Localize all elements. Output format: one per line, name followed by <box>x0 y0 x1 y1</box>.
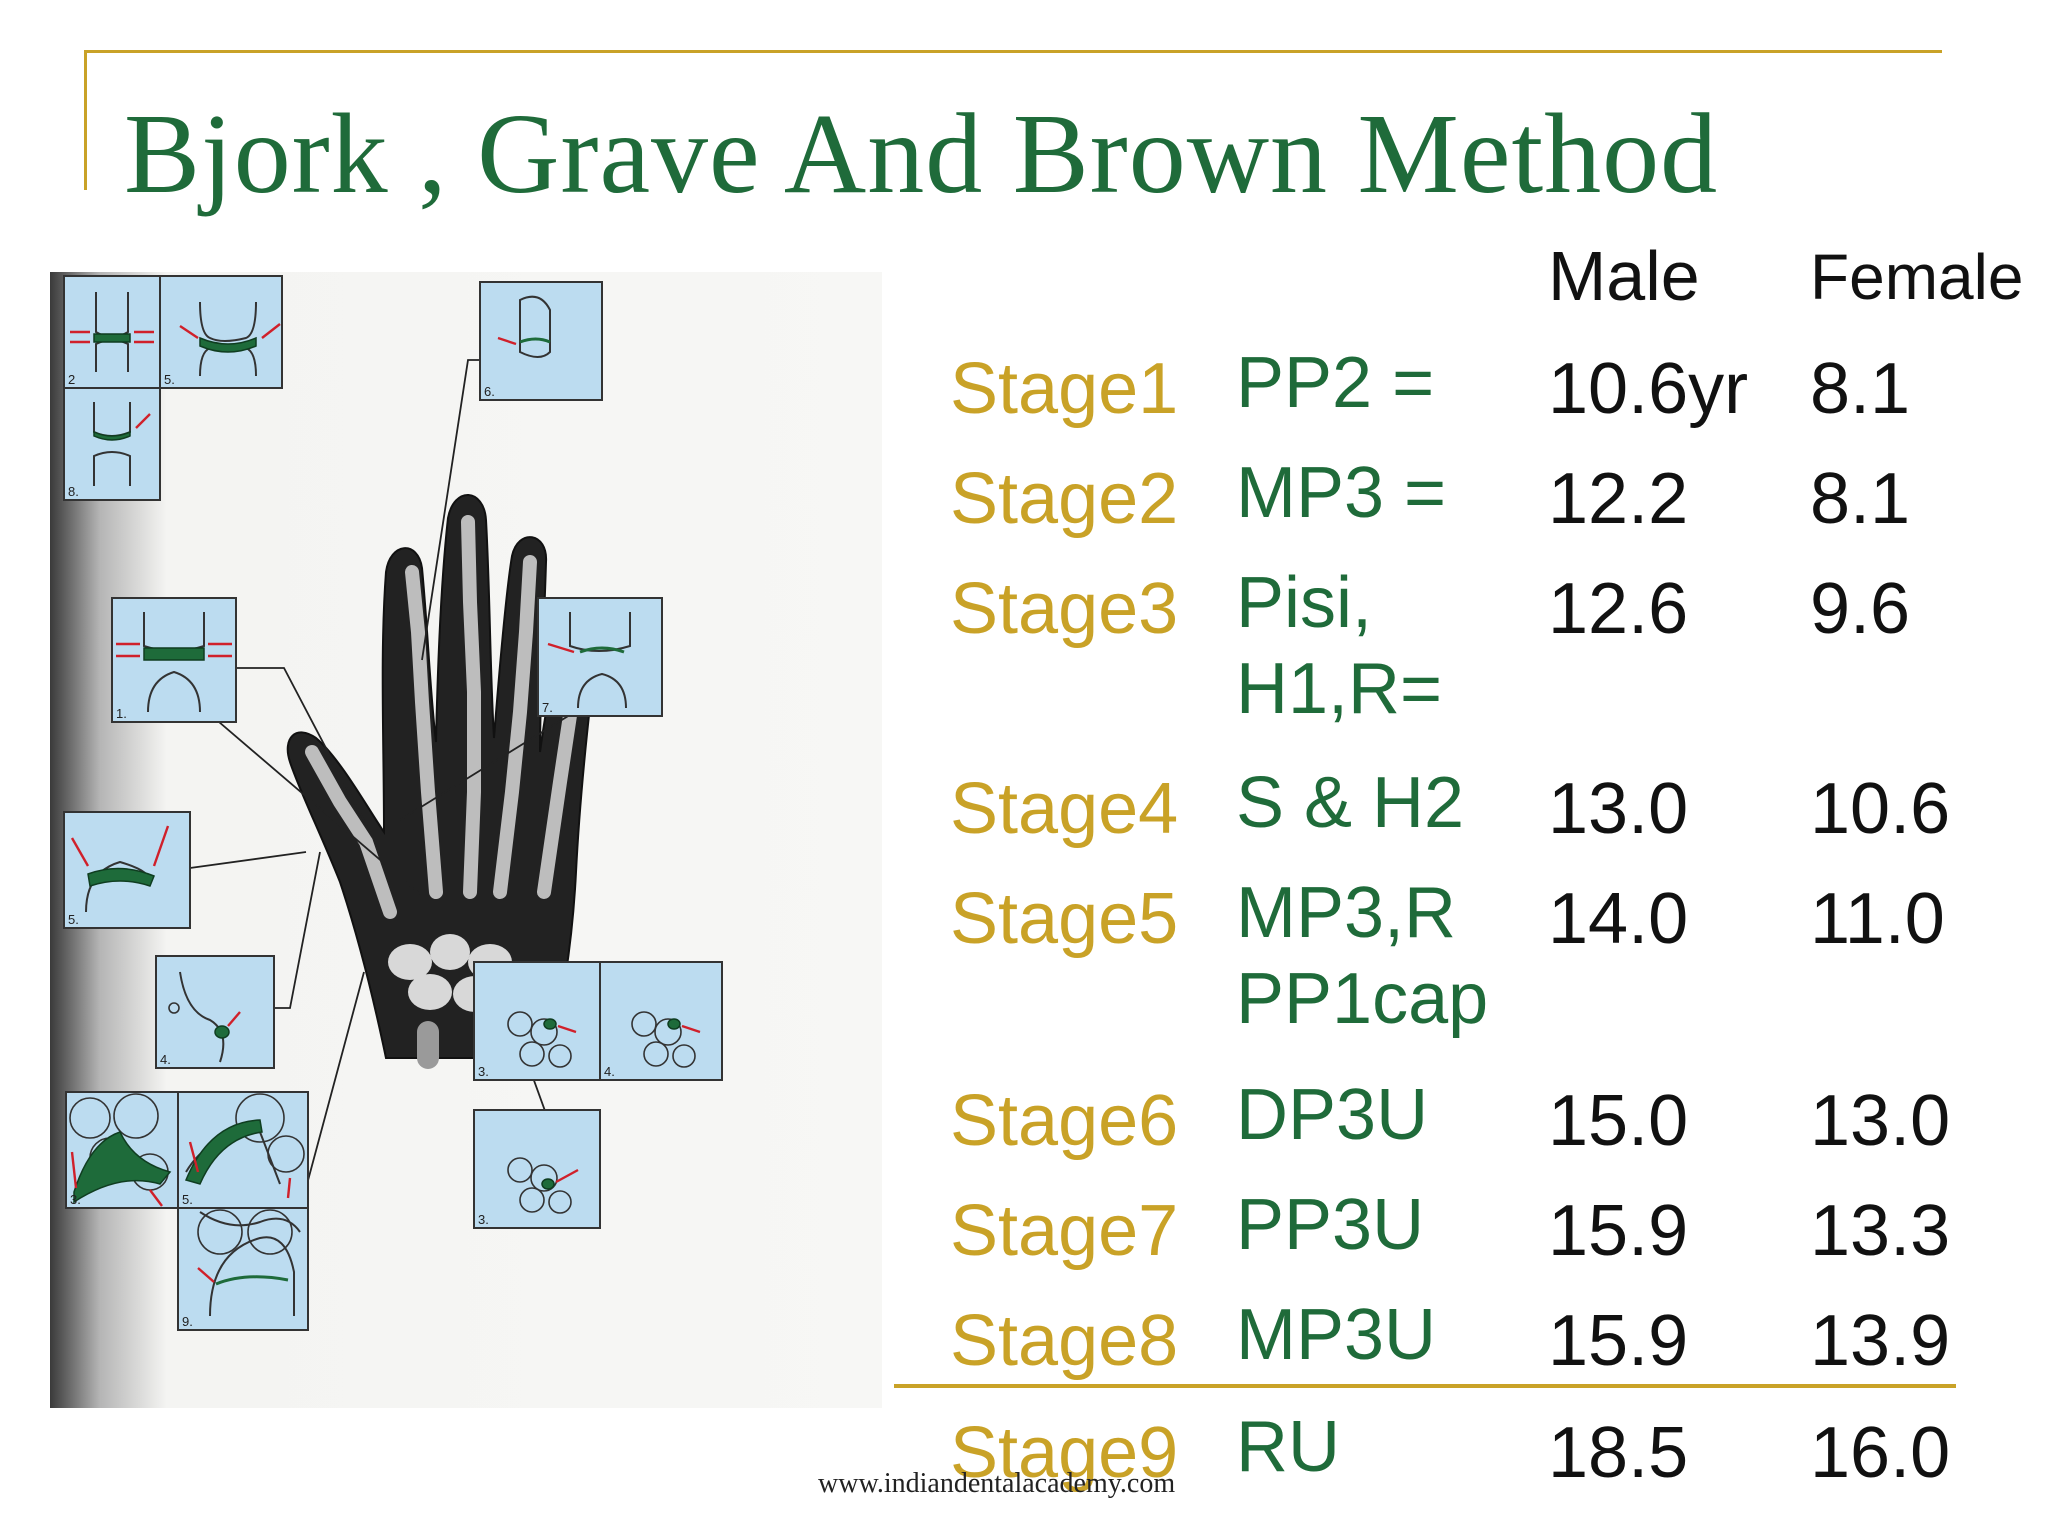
stage-female-age: 16.0 <box>1810 1413 1951 1493</box>
stage-female-age: 13.3 <box>1810 1191 1951 1271</box>
stage-label: Stage1 <box>950 349 1179 429</box>
stage-code: MP3,R <box>1236 873 1457 953</box>
stage-code: Pisi, <box>1236 563 1373 643</box>
panel-5c <box>177 1091 309 1209</box>
stage-code: PP3U <box>1236 1185 1425 1265</box>
stage-male-age: 13.0 <box>1548 769 1689 849</box>
stage-code-line2: H1,R= <box>1236 649 1443 729</box>
stage-male-age: 15.0 <box>1548 1081 1689 1161</box>
panel-3c <box>473 1109 601 1229</box>
stage-code: DP3U <box>1236 1075 1429 1155</box>
panel-number: 3. <box>478 1212 489 1227</box>
stage-code-line2: PP1cap <box>1236 959 1489 1039</box>
stage-female-age: 9.6 <box>1810 569 1911 649</box>
panel-5b <box>63 811 191 929</box>
panel-number: 5. <box>68 912 79 927</box>
panel-number: 9. <box>182 1314 193 1329</box>
stage-male-age: 10.6yr <box>1548 349 1749 429</box>
frame-top-rule <box>84 50 1942 53</box>
panel-number: 7. <box>542 700 553 715</box>
panel-5a <box>159 275 283 389</box>
panel-number: 8. <box>68 484 79 499</box>
panel-number: 1. <box>116 706 127 721</box>
stage-code: S & H2 <box>1236 763 1465 843</box>
hand-xray-figure: 2 5. 8. 1. 5. 4. 3. 5. 9. 6. 7. 3. 4. 3. <box>50 272 882 1408</box>
stage-female-age: 13.9 <box>1810 1301 1951 1381</box>
stage-label: Stage3 <box>950 569 1179 649</box>
stage-label: Stage8 <box>950 1301 1179 1381</box>
panel-6 <box>479 281 603 401</box>
stage-code: MP3 = <box>1236 453 1447 533</box>
stage-code: MP3U <box>1236 1295 1437 1375</box>
stage-male-age: 14.0 <box>1548 879 1689 959</box>
stage-label: Stage5 <box>950 879 1179 959</box>
stage-female-age: 8.1 <box>1810 349 1911 429</box>
frame-left-rule <box>84 50 87 190</box>
stage-code: RU <box>1236 1407 1340 1487</box>
stage-label: Stage6 <box>950 1081 1179 1161</box>
stage-female-age: 13.0 <box>1810 1081 1951 1161</box>
panel-4a <box>155 955 275 1069</box>
panel-number: 4. <box>160 1052 171 1067</box>
table-separator <box>894 1384 1956 1388</box>
stage-code: PP2 = <box>1236 343 1435 423</box>
stage-male-age: 12.6 <box>1548 569 1689 649</box>
panel-number: 4. <box>604 1064 615 1079</box>
column-header-male: Male <box>1548 237 1700 315</box>
panel-number: 5. <box>182 1192 193 1207</box>
panel-number: 5. <box>164 372 175 387</box>
column-header-female: Female <box>1810 241 2024 313</box>
stage-male-age: 12.2 <box>1548 459 1689 539</box>
footer-url: www.indiandentalacademy.com <box>818 1468 1176 1499</box>
stage-female-age: 8.1 <box>1810 459 1911 539</box>
stage-label: Stage7 <box>950 1191 1179 1271</box>
panel-3b <box>473 961 601 1081</box>
stage-female-age: 10.6 <box>1810 769 1951 849</box>
panel-number: 3. <box>478 1064 489 1079</box>
slide-title: Bjork , Grave And Brown Method <box>124 90 1719 217</box>
panel-number: 2 <box>68 372 75 387</box>
stage-male-age: 15.9 <box>1548 1301 1689 1381</box>
stage-label: Stage4 <box>950 769 1179 849</box>
stage-male-age: 15.9 <box>1548 1191 1689 1271</box>
stage-label: Stage9 <box>950 1413 1179 1493</box>
panel-8 <box>63 387 161 501</box>
panel-7 <box>537 597 663 717</box>
stage-label: Stage2 <box>950 459 1179 539</box>
panel-number: 3. <box>70 1192 81 1207</box>
stage-female-age: 11.0 <box>1810 879 1945 959</box>
stage-male-age: 18.5 <box>1548 1413 1689 1493</box>
panel-number: 6. <box>484 384 495 399</box>
